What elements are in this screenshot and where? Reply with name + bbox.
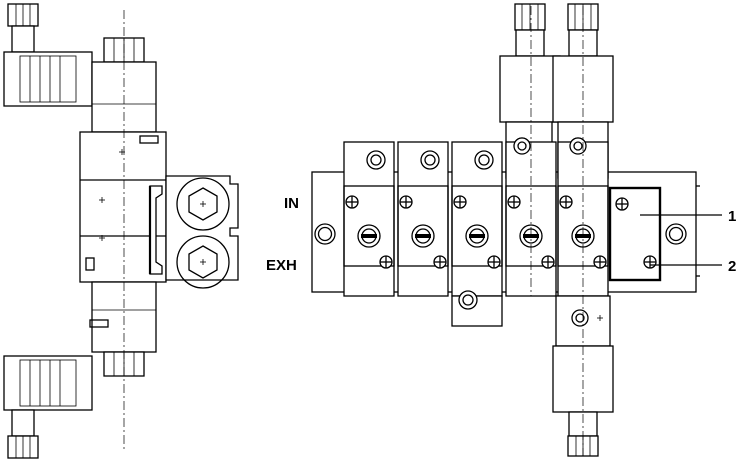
valve-slice-5 (552, 3, 614, 457)
left-side-view (3, 3, 239, 459)
end-plate (608, 186, 662, 282)
right-front-view (311, 3, 722, 457)
valve-slice-2 (397, 141, 449, 297)
in-port-label: IN (284, 195, 299, 212)
valve-slice-3 (451, 141, 503, 327)
callout-1-label: 1 (728, 208, 736, 225)
valve-slice-4 (499, 3, 561, 297)
exh-port-label: EXH (266, 257, 297, 274)
valve-slice-1 (343, 141, 395, 297)
callout-2-label: 2 (728, 258, 736, 275)
